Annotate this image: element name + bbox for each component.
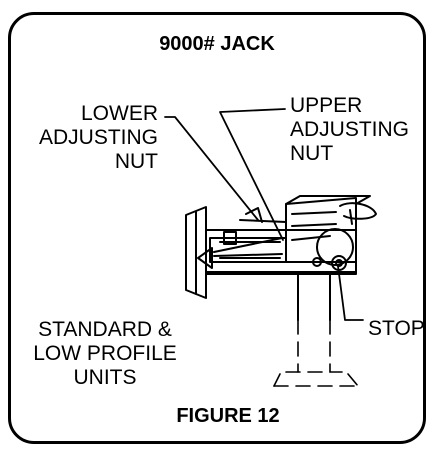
mounting-plate — [185, 206, 207, 299]
stop-label: STOP — [368, 317, 425, 340]
extended-leg-phantom — [273, 319, 359, 387]
lower-adjusting-nut-label: LOWER ADJUSTING NUT — [38, 102, 158, 173]
figure-frame — [8, 12, 426, 444]
units-label: STANDARD & LOW PROFILE UNITS — [33, 318, 177, 389]
figure-caption: FIGURE 12 — [176, 405, 280, 427]
jack-leg — [297, 273, 331, 321]
figure-title: 9000# JACK — [159, 33, 275, 55]
upper-adjusting-nut-label: UPPER ADJUSTING NUT — [290, 94, 410, 165]
leader-lines — [164, 108, 364, 321]
crank-gear — [305, 228, 357, 271]
